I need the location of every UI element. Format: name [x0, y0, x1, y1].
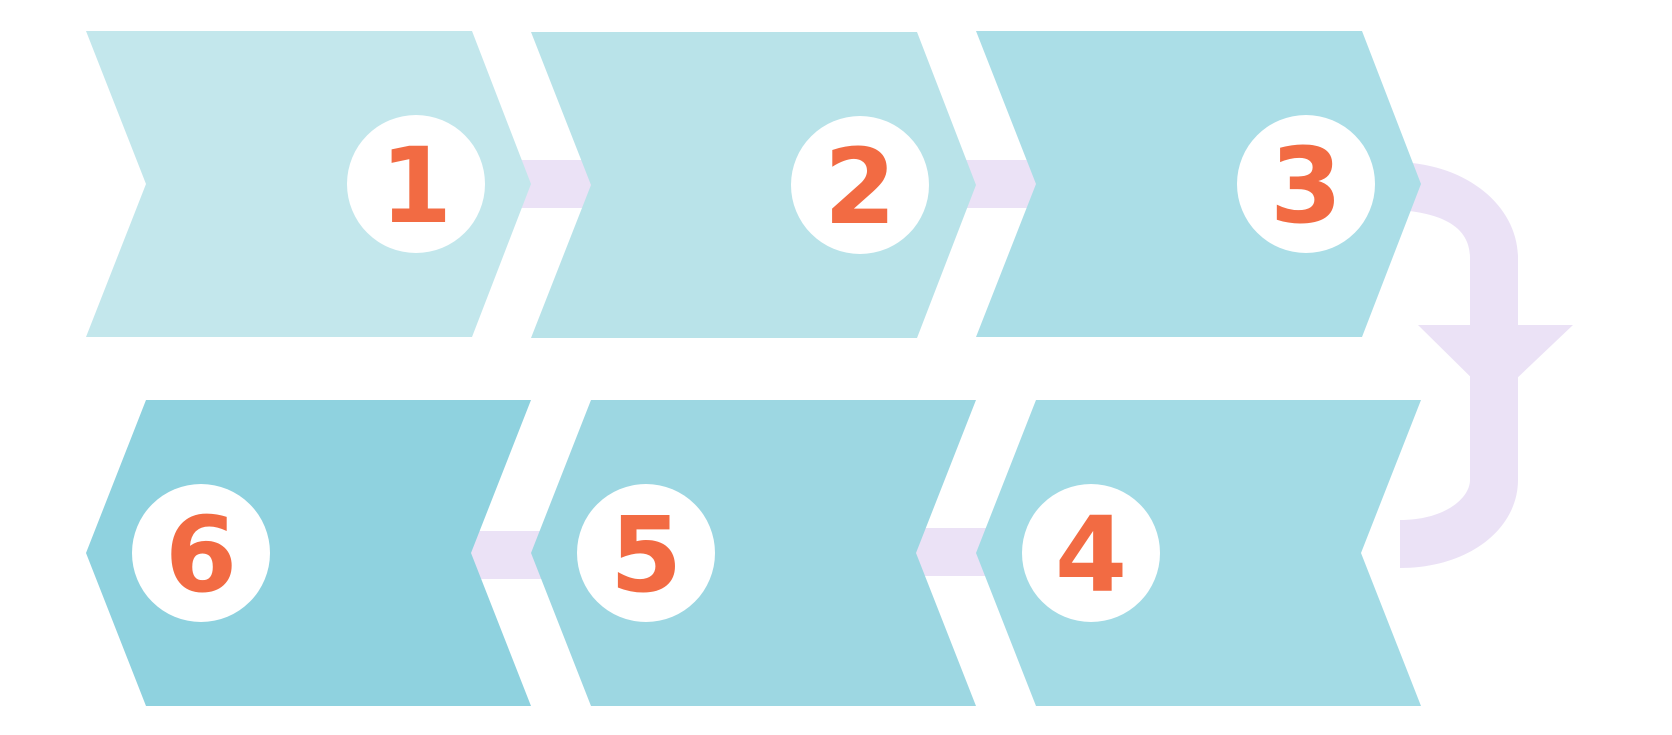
step-4-circle [1022, 484, 1160, 622]
step-3-circle [1237, 115, 1375, 253]
step-5-number: 5 [610, 494, 682, 616]
step-2-arrow [531, 32, 976, 338]
step-arrows [86, 31, 1421, 706]
step-6-circle [132, 484, 270, 622]
step-3-number: 3 [1270, 125, 1342, 247]
step-4-arrow [976, 400, 1421, 706]
step-6-arrow [86, 400, 531, 706]
step-1-circle [347, 115, 485, 253]
step-3-arrow [976, 31, 1421, 337]
step-2-circle [791, 116, 929, 254]
step-2-number: 2 [824, 126, 896, 248]
step-5-arrow [531, 400, 976, 706]
step-badges: 1 2 3 4 5 6 [132, 115, 1375, 622]
connector-3-4-arrowhead [1418, 325, 1573, 400]
step-4-number: 4 [1055, 494, 1127, 616]
step-1-arrow [86, 31, 531, 337]
step-5-circle [577, 484, 715, 622]
connector-3-4-curve [1400, 162, 1518, 568]
step-1-number: 1 [380, 125, 452, 247]
step-6-number: 6 [165, 494, 237, 616]
